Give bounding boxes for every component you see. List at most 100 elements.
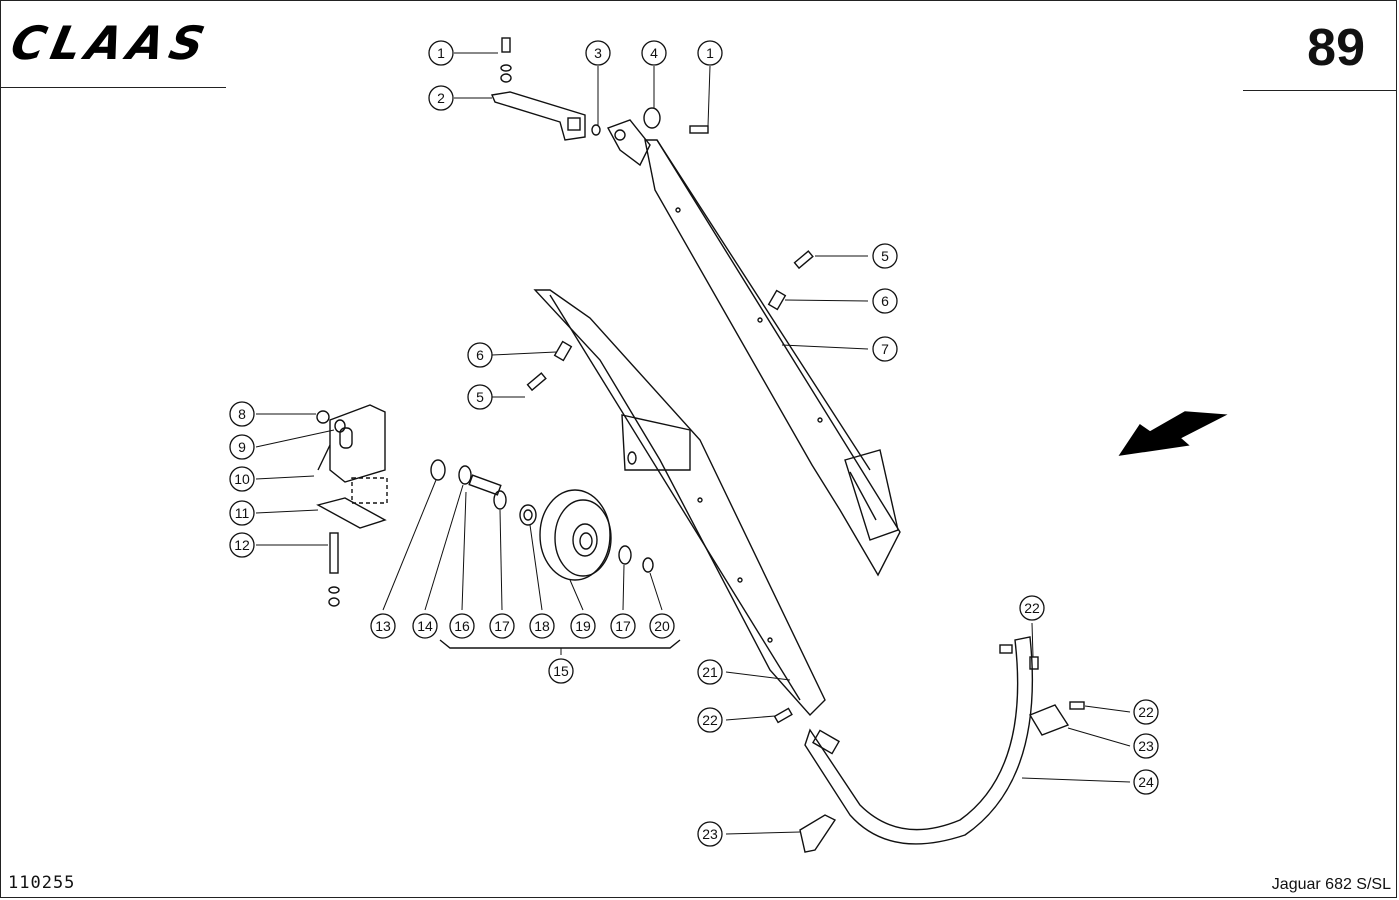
bolt-part-5b xyxy=(526,372,547,392)
callout-16: 16 xyxy=(449,613,475,639)
svg-text:14: 14 xyxy=(417,618,433,634)
svg-text:12: 12 xyxy=(234,537,250,553)
bolt-part-12 xyxy=(328,532,340,607)
callout-23b: 23 xyxy=(1133,733,1159,759)
callout-17b: 17 xyxy=(610,613,636,639)
plate-part-11 xyxy=(316,497,387,529)
pulley-part-19 xyxy=(539,489,612,581)
callout-22c: 22 xyxy=(1133,699,1159,725)
drawing-number: 110255 xyxy=(8,873,76,893)
svg-text:11: 11 xyxy=(235,505,250,521)
svg-text:5: 5 xyxy=(881,248,889,264)
callout-4: 4 xyxy=(641,40,667,66)
curved-guide-part-24 xyxy=(804,636,1033,845)
page-number-rule xyxy=(1243,90,1397,91)
callout-19: 19 xyxy=(570,613,596,639)
sleeve-part-6b xyxy=(553,340,573,362)
svg-text:7: 7 xyxy=(881,341,889,357)
svg-text:23: 23 xyxy=(1138,738,1154,754)
svg-text:6: 6 xyxy=(476,347,484,363)
svg-text:1: 1 xyxy=(706,45,714,61)
svg-text:19: 19 xyxy=(575,618,591,634)
callout-21: 21 xyxy=(697,659,723,685)
callout-9: 9 xyxy=(229,434,255,460)
svg-text:8: 8 xyxy=(238,406,246,422)
bracket-part-23a xyxy=(799,814,837,853)
stud-part-16 xyxy=(468,474,502,496)
direction-arrow-icon xyxy=(1118,411,1228,456)
callout-6a: 6 xyxy=(872,288,898,314)
washer-part-14 xyxy=(458,465,472,485)
svg-text:2: 2 xyxy=(437,90,445,106)
callout-3: 3 xyxy=(585,40,611,66)
bolt-part-1b xyxy=(689,125,709,134)
ring-part-17a xyxy=(493,490,507,510)
bolt-part-22a xyxy=(1029,656,1039,670)
washer-part-4 xyxy=(643,107,661,129)
svg-text:3: 3 xyxy=(594,45,602,61)
lower-rail-part-21 xyxy=(533,289,826,717)
group-brace-part-15 xyxy=(439,639,681,649)
callout-22a: 22 xyxy=(697,707,723,733)
model-name: Jaguar 682 S/SL xyxy=(1271,876,1391,893)
callout-8: 8 xyxy=(229,401,255,427)
callout-13: 13 xyxy=(370,613,396,639)
callout-7: 7 xyxy=(872,336,898,362)
svg-text:17: 17 xyxy=(615,618,631,634)
mount-bracket-part-10 xyxy=(317,404,388,504)
upper-bracket-part-2 xyxy=(491,91,651,167)
callout-22b: 22 xyxy=(1019,595,1045,621)
callout-14: 14 xyxy=(412,613,438,639)
svg-text:13: 13 xyxy=(375,618,391,634)
sleeve-part-6a xyxy=(767,289,787,311)
callout-18: 18 xyxy=(529,613,555,639)
svg-text:18: 18 xyxy=(534,618,550,634)
svg-text:21: 21 xyxy=(702,664,718,680)
svg-text:17: 17 xyxy=(494,618,510,634)
svg-text:4: 4 xyxy=(650,45,658,61)
svg-text:23: 23 xyxy=(702,826,718,842)
logo-rule xyxy=(0,87,226,88)
callout-10: 10 xyxy=(229,466,255,492)
page-number: 89 xyxy=(1307,19,1365,77)
bolt-part-1a xyxy=(500,37,512,83)
ring-part-17b xyxy=(618,545,632,565)
callout-23a: 23 xyxy=(697,821,723,847)
nut-part-8 xyxy=(316,410,330,424)
svg-text:6: 6 xyxy=(881,293,889,309)
svg-text:9: 9 xyxy=(238,439,246,455)
callout-11: 11 xyxy=(229,500,255,526)
washer-part-9 xyxy=(334,419,346,433)
callout-24: 24 xyxy=(1133,769,1159,795)
bolt-part-22c xyxy=(773,707,793,724)
leader-lines xyxy=(255,52,1131,835)
callout-17a: 17 xyxy=(489,613,515,639)
washer-part-13 xyxy=(430,459,446,481)
washer-part-3 xyxy=(591,124,601,136)
callout-5b: 5 xyxy=(467,384,493,410)
svg-text:10: 10 xyxy=(234,471,250,487)
callout-2: 2 xyxy=(428,85,454,111)
bearing-part-18 xyxy=(519,504,537,526)
callout-1b: 1 xyxy=(697,40,723,66)
bracket-part-23b xyxy=(1028,704,1070,736)
svg-text:1: 1 xyxy=(437,45,445,61)
svg-text:15: 15 xyxy=(553,663,569,679)
svg-text:20: 20 xyxy=(654,618,670,634)
callout-20: 20 xyxy=(649,613,675,639)
callout-15: 15 xyxy=(548,658,574,684)
callout-1a: 1 xyxy=(428,40,454,66)
callout-12: 12 xyxy=(229,532,255,558)
svg-text:22: 22 xyxy=(1024,600,1040,616)
svg-text:5: 5 xyxy=(476,389,484,405)
svg-text:22: 22 xyxy=(702,712,718,728)
upper-rail-part-7 xyxy=(644,139,901,577)
svg-text:24: 24 xyxy=(1138,774,1154,790)
bolt-part-22b xyxy=(1069,701,1085,710)
circlip-part-20 xyxy=(642,557,654,573)
callout-6b: 6 xyxy=(467,342,493,368)
callout-5a: 5 xyxy=(872,243,898,269)
svg-text:16: 16 xyxy=(454,618,470,634)
